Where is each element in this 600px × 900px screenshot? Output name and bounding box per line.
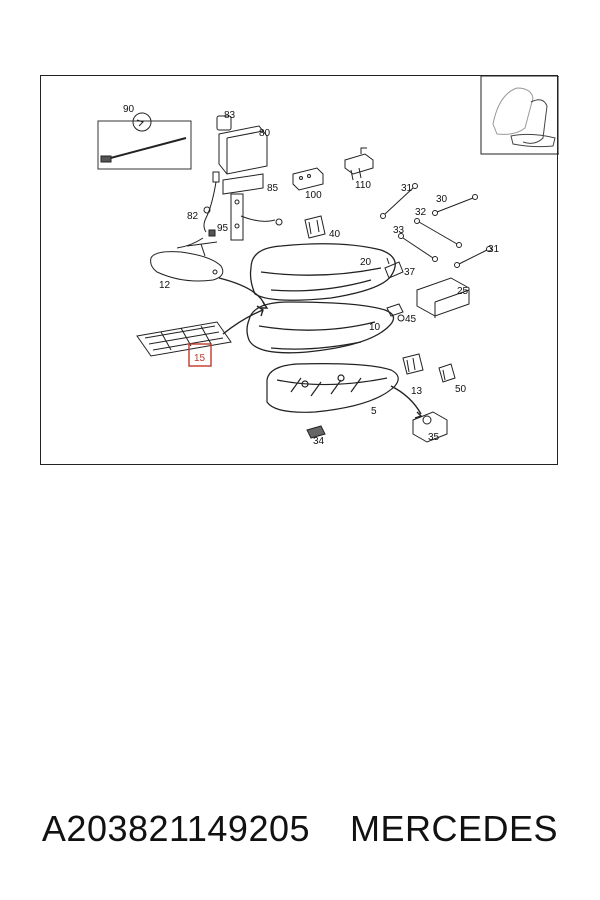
exploded-seat-diagram: 90 83 80 85 82 95 100 110 31 30 32 33 31… <box>97 76 559 447</box>
part-13-clip <box>402 353 424 375</box>
part-45-clip <box>386 303 405 322</box>
callout-31-b: 31 <box>488 244 500 255</box>
highlight-box-15 <box>188 343 212 367</box>
part-25-pad <box>416 277 470 318</box>
callout-80: 80 <box>259 128 271 139</box>
part-35-motor <box>390 385 448 443</box>
part-number: A203821149205 <box>41 808 311 849</box>
part-5-frame <box>266 363 399 413</box>
callout-33: 33 <box>393 225 405 236</box>
callout-35: 35 <box>428 432 440 443</box>
callout-40: 40 <box>329 229 341 240</box>
callout-30: 30 <box>436 194 448 205</box>
callout-5: 5 <box>371 406 377 417</box>
callout-90: 90 <box>123 104 135 115</box>
part-40-clip <box>304 215 326 239</box>
callout-82: 82 <box>187 211 199 222</box>
arrow-15 <box>222 309 264 335</box>
part-95-connector <box>176 229 216 249</box>
arrow-12 <box>218 277 266 307</box>
parts-diagram: 90 83 80 85 82 95 100 110 31 30 32 33 31… <box>40 75 559 465</box>
part-12-side-trim <box>150 241 224 282</box>
part-90-tool <box>97 112 192 170</box>
cable-set <box>380 183 492 268</box>
callout-50: 50 <box>455 384 467 395</box>
part-85-bracket <box>222 173 283 241</box>
seat-thumbnail <box>480 76 559 155</box>
callout-100: 100 <box>305 190 322 201</box>
part-110-switch <box>344 147 374 181</box>
part-34-clip <box>306 425 326 439</box>
part-10-cushion <box>246 301 395 354</box>
callout-31-a: 31 <box>401 183 413 194</box>
callout-37: 37 <box>404 267 416 278</box>
callout-34: 34 <box>313 436 325 447</box>
callout-15: 15 <box>194 353 206 364</box>
callout-13: 13 <box>411 386 423 397</box>
brand-name: MERCEDES <box>350 808 559 849</box>
part-caption: A203821149205 MERCEDES <box>0 808 600 850</box>
part-15-mat <box>136 321 232 357</box>
callout-110: 110 <box>355 180 371 191</box>
callout-45: 45 <box>405 314 417 325</box>
part-80-module <box>216 115 268 175</box>
part-37-bracket <box>384 257 404 279</box>
callout-20: 20 <box>360 257 372 268</box>
callout-10: 10 <box>369 322 381 333</box>
part-82-sensor <box>203 171 220 233</box>
part-20-seat-cover <box>249 243 396 301</box>
callout-12: 12 <box>159 280 171 291</box>
callout-32: 32 <box>415 207 427 218</box>
callout-85: 85 <box>267 183 279 194</box>
part-100-cover <box>292 167 324 191</box>
callout-95: 95 <box>217 223 229 234</box>
part-50-clip <box>438 363 456 383</box>
callout-25: 25 <box>457 286 469 297</box>
callout-83: 83 <box>224 110 236 121</box>
